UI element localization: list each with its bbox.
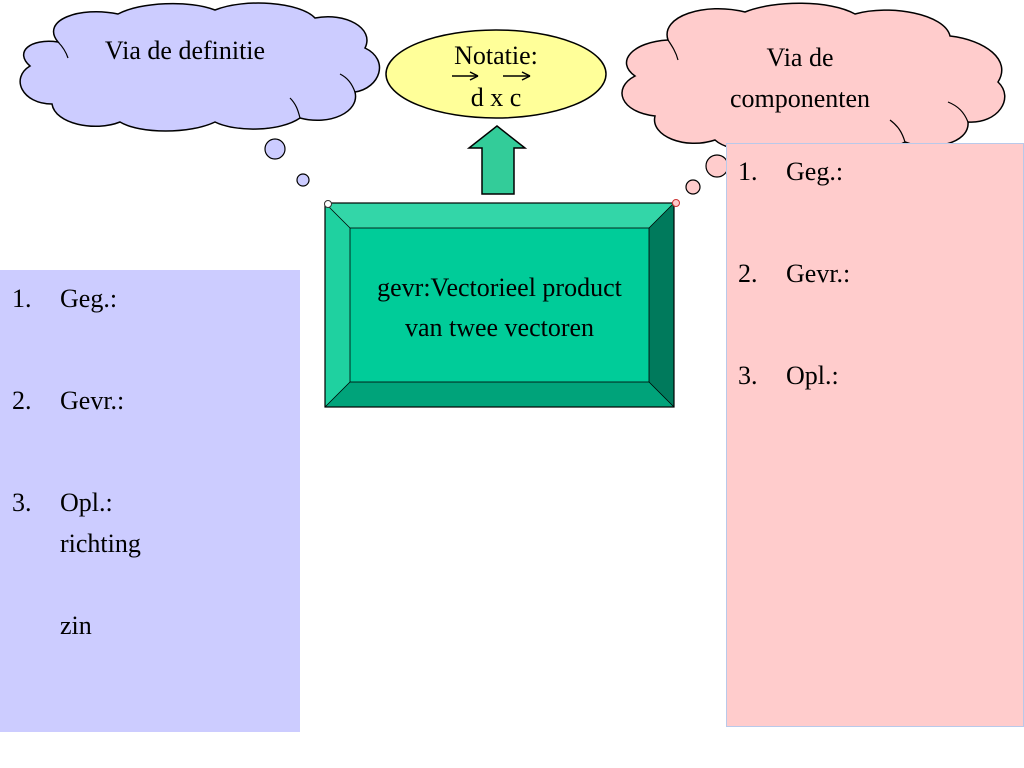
left-list-sub-zin: zin <box>60 611 92 640</box>
left-list-label-2: Gevr.: <box>60 386 125 415</box>
right-list-label-2: Gevr.: <box>786 259 851 288</box>
left-thought-cloud <box>19 2 381 187</box>
left-list-label-3: Opl.: <box>60 488 113 517</box>
left-panel: 1. Geg.: 2. Gevr.: 3. Opl.: richting zin <box>0 270 300 732</box>
left-list-num-2: 2. <box>12 386 32 415</box>
right-list-num-3: 3. <box>738 361 758 390</box>
left-list-label-1: Geg.: <box>60 284 118 313</box>
notation-title: Notatie: <box>454 41 538 70</box>
right-thought-cloud <box>621 2 1006 195</box>
left-list-sub-richting: richting <box>60 529 141 558</box>
right-list-num-2: 2. <box>738 259 758 288</box>
notation-formula: d x c <box>470 83 522 112</box>
right-cloud-text-line1: Via de <box>766 43 834 72</box>
left-list-num-1: 1. <box>12 284 32 313</box>
vector-arrow-c <box>503 71 531 81</box>
notation-ellipse <box>385 29 607 119</box>
right-list-num-1: 1. <box>738 157 758 186</box>
right-panel: 1. Geg.: 2. Gevr.: 3. Opl.: <box>726 143 1024 727</box>
center-bevel-box <box>324 199 680 408</box>
center-box-line2: van twee vectoren <box>404 313 595 342</box>
right-list-label-1: Geg.: <box>786 157 844 186</box>
left-cloud-text: Via de definitie <box>104 36 266 65</box>
right-cloud-text-line2: componenten <box>729 84 871 113</box>
up-arrow <box>466 125 528 195</box>
vector-arrow-d <box>452 71 479 81</box>
right-list-label-3: Opl.: <box>786 361 839 390</box>
center-box-line1: gevr:Vectorieel product <box>377 273 622 302</box>
left-list-num-3: 3. <box>12 488 32 517</box>
